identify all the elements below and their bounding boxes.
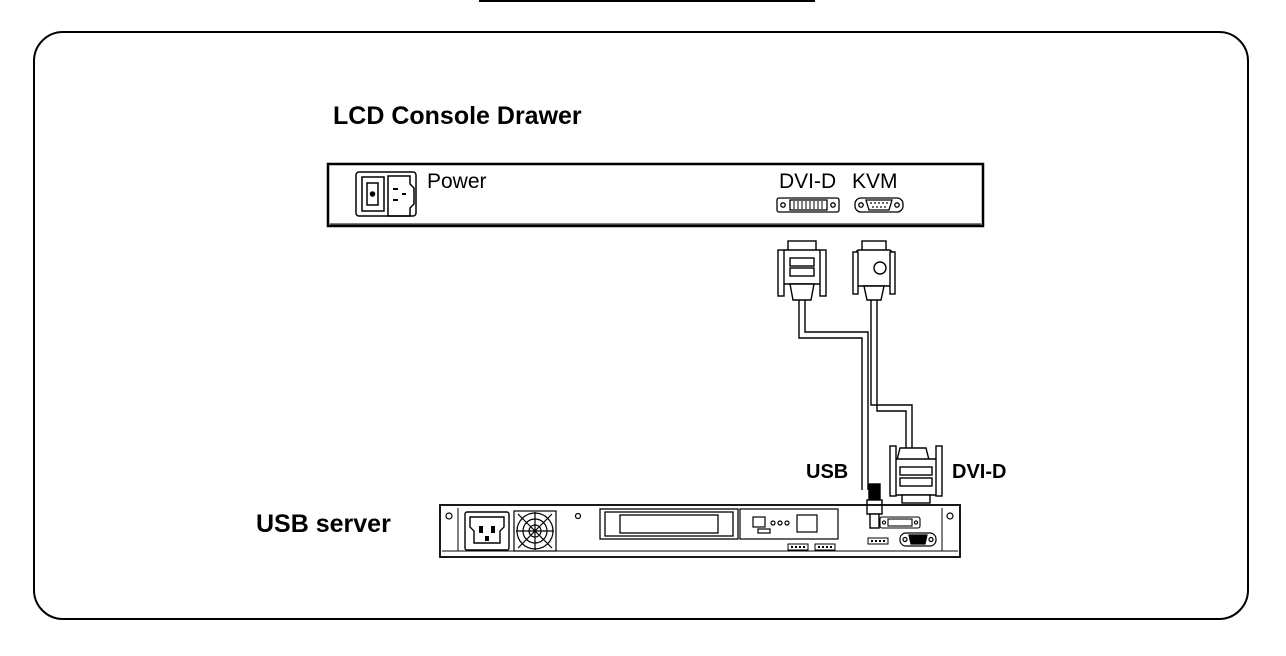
dvi-cable-plug-bottom xyxy=(889,445,943,504)
diagram-frame xyxy=(33,31,1249,620)
server-dvi-port-icon xyxy=(879,516,921,529)
server-io-module xyxy=(739,508,839,540)
top-rule xyxy=(479,0,815,2)
power-label: Power xyxy=(427,170,487,193)
server-fan-icon xyxy=(513,510,557,552)
server-dvi-label: DVI-D xyxy=(952,461,1007,483)
drawer-kvm-port-icon xyxy=(854,197,904,213)
server-power-inlet-icon xyxy=(464,511,510,551)
usb-connector-label: USB xyxy=(806,461,849,483)
lcd-drawer-title: LCD Console Drawer xyxy=(333,102,582,130)
usb-plug xyxy=(866,483,883,529)
server-port-strips xyxy=(787,537,889,551)
drawer-dvi-port-icon xyxy=(776,197,840,213)
kvm-label: KVM xyxy=(852,170,898,193)
server-serial-port-icon xyxy=(899,532,937,547)
drawer-dvi-label: DVI-D xyxy=(779,170,837,193)
usb-server-title: USB server xyxy=(256,510,391,538)
kvm-cable xyxy=(870,300,913,448)
drawer-power-inlet-icon xyxy=(355,171,417,217)
dvi-cable-plug-top xyxy=(777,240,827,301)
dvi-cable xyxy=(798,300,869,490)
lcd-drawer-panel xyxy=(326,162,985,228)
kvm-cable-plug-top xyxy=(852,240,896,301)
server-expansion-slot xyxy=(599,508,739,540)
